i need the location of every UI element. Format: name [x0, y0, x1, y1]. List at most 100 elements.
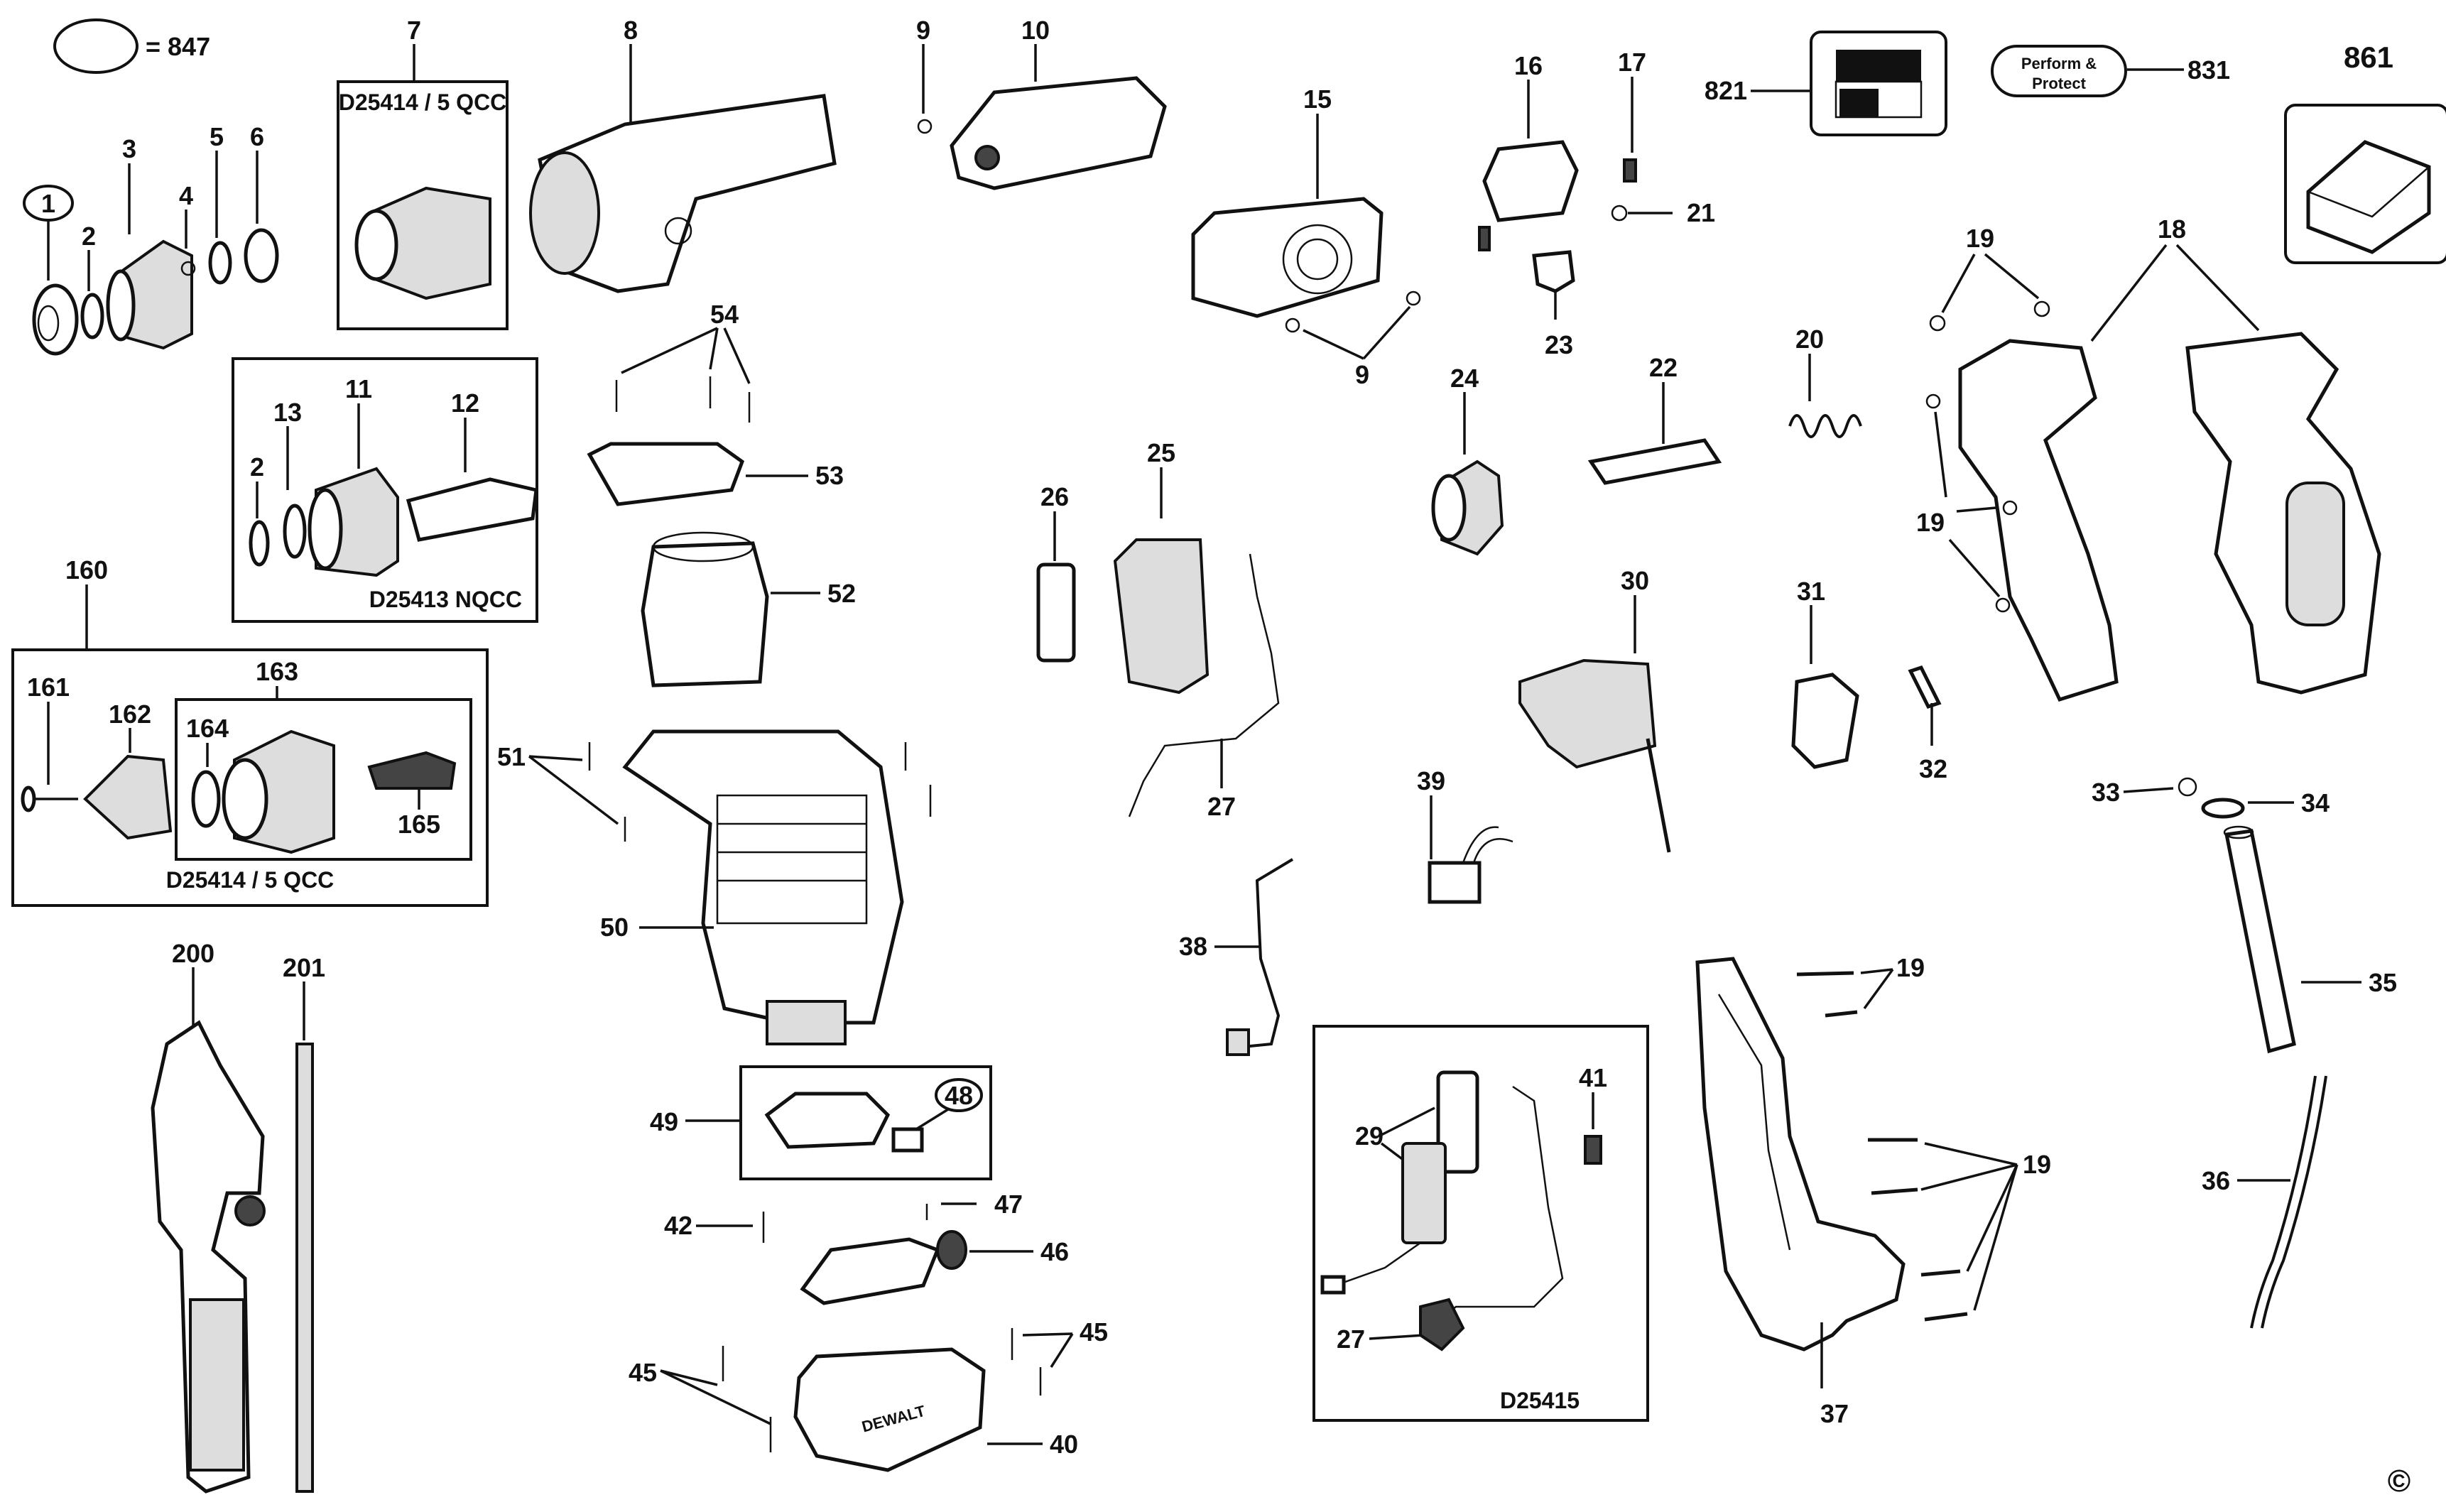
- part-39-capacitor: 39: [1417, 766, 1513, 904]
- part-16-knob: [1482, 140, 1579, 222]
- part-label-46: 46: [1040, 1237, 1069, 1266]
- part-36-wire: 36: [2202, 1075, 2327, 1329]
- part-label-161: 161: [27, 673, 70, 702]
- part-label-201: 201: [283, 953, 325, 982]
- part-26-module: [1036, 562, 1076, 663]
- part-201-depth-rod: [295, 1043, 314, 1493]
- part-label-27b: 27: [1337, 1325, 1365, 1354]
- part-50-motor-housing: 50 51: [497, 729, 932, 1045]
- part-49-brush-plate: [764, 1092, 891, 1149]
- part-label-54: 54: [710, 300, 739, 329]
- part-24-brush: 24: [1431, 364, 1504, 556]
- part-label-162: 162: [109, 700, 151, 729]
- part-label-48: 48: [945, 1081, 973, 1110]
- part-label-164: 164: [186, 714, 229, 743]
- part-label-25: 25: [1147, 438, 1175, 467]
- part-label-52: 52: [827, 579, 856, 608]
- side-handle-200: 200 201: [151, 939, 325, 1494]
- part-162-chuck: [83, 754, 173, 840]
- part-40-rear-cover: DEWALT 40 45 45: [629, 1317, 1108, 1472]
- part-37-housing-half: 37 19 19: [1695, 953, 2051, 1428]
- part-38-cable: 38: [1179, 858, 1294, 1056]
- part-label-45b: 45: [1080, 1317, 1108, 1347]
- part-label-13: 13: [273, 398, 302, 427]
- perform-protect-line1: Perform &: [2021, 55, 2097, 72]
- parts-53-54: 54 53: [587, 300, 844, 506]
- part-18-handle-left: [1958, 339, 2119, 702]
- part-15-plate: 15 9: [1191, 85, 1421, 389]
- part-5-ring: [208, 241, 232, 285]
- part-2-ring: [80, 293, 104, 339]
- part-label-8: 8: [624, 16, 638, 45]
- perform-protect-line2: Protect: [2032, 75, 2086, 92]
- part-label-38: 38: [1179, 932, 1207, 961]
- box-7-caption: D25414 / 5 QCC: [339, 89, 507, 115]
- part-52-field: 52: [641, 531, 856, 687]
- part-label-47: 47: [994, 1190, 1023, 1219]
- part-label-1: 1: [41, 189, 55, 218]
- part-label-200: 200: [172, 939, 214, 968]
- switch-parts-group: 16 17 21 23: [1478, 48, 1715, 359]
- part-label-10: 10: [1021, 16, 1050, 45]
- electronics-group: 26 25 27: [1036, 438, 1280, 821]
- case-861: 861: [2284, 40, 2446, 264]
- perform-protect-id: 831: [2187, 55, 2230, 85]
- part-22-lever: 22: [1587, 353, 1722, 485]
- part-8-housing: 8: [529, 16, 837, 293]
- part-label-42: 42: [664, 1211, 692, 1240]
- part-label-19b: 19: [1916, 508, 1945, 537]
- part-label-12: 12: [451, 388, 479, 418]
- part-label-32: 32: [1919, 754, 1947, 783]
- box-nqcc: 11 13 2 12 D25413 NQCC: [232, 357, 538, 623]
- parts-33-34-35: 33 34 35: [2092, 777, 2397, 1054]
- part-label-9b: 9: [1355, 360, 1369, 389]
- part-label-2b: 2: [250, 452, 264, 482]
- part-label-4: 4: [179, 181, 193, 210]
- part-label-3: 3: [122, 134, 136, 163]
- part-35-grip: [2224, 829, 2296, 1054]
- part-32-pin: 32: [1908, 665, 1947, 783]
- part-label-26: 26: [1040, 482, 1069, 511]
- part-1-cap: [32, 283, 79, 356]
- box-7-qcc: 7 D25414 / 5 QCC: [337, 16, 509, 330]
- part-label-24: 24: [1450, 364, 1479, 393]
- part-20-spring: 20: [1788, 325, 1862, 438]
- sticker-label: 821: [1705, 76, 1747, 105]
- part-label-40: 40: [1050, 1430, 1078, 1459]
- part-label-39: 39: [1417, 766, 1445, 795]
- part-label-53: 53: [815, 461, 844, 490]
- part-18-handle-right: [2185, 332, 2381, 695]
- part-label-9a: 9: [916, 16, 930, 45]
- part-label-18: 18: [2158, 214, 2186, 244]
- part-25-switch: [1113, 538, 1210, 695]
- parts-42-46-47: 47 42 46: [664, 1190, 1069, 1305]
- part-label-160: 160: [65, 555, 108, 584]
- part-label-30: 30: [1621, 566, 1649, 595]
- part-label-50: 50: [600, 913, 629, 942]
- part-label-22: 22: [1649, 353, 1678, 382]
- part-12-spindle: [406, 477, 538, 542]
- part-165-adapter: [367, 751, 457, 790]
- box-49: 49 48: [650, 1065, 992, 1180]
- part-29-module-a: [1436, 1070, 1479, 1174]
- box-160: 160 161 162 163 164 165 D25414 / 5 QCC: [11, 555, 489, 907]
- part-label-35: 35: [2369, 968, 2397, 997]
- part-label-19a: 19: [1966, 224, 1994, 253]
- part-10-cover: 9 10: [916, 16, 1167, 190]
- part-label-34: 34: [2301, 788, 2330, 817]
- part-label-15: 15: [1303, 85, 1332, 114]
- part-label-6: 6: [250, 122, 264, 151]
- part-53-baffle: [587, 442, 745, 506]
- part-label-19c: 19: [1896, 953, 1925, 982]
- part-46-housing: [800, 1237, 940, 1305]
- part-label-31: 31: [1797, 577, 1825, 606]
- part-label-7: 7: [407, 16, 421, 45]
- part-6-ring: [244, 228, 279, 283]
- part-31-button: 31: [1791, 577, 1859, 769]
- part-label-163: 163: [256, 657, 298, 686]
- box-d25415-caption: D25415: [1500, 1388, 1580, 1413]
- box-nqcc-caption: D25413 NQCC: [369, 587, 522, 612]
- part-30-switch: 30: [1518, 566, 1671, 853]
- perform-protect-831: Perform & Protect 831: [1991, 45, 2230, 97]
